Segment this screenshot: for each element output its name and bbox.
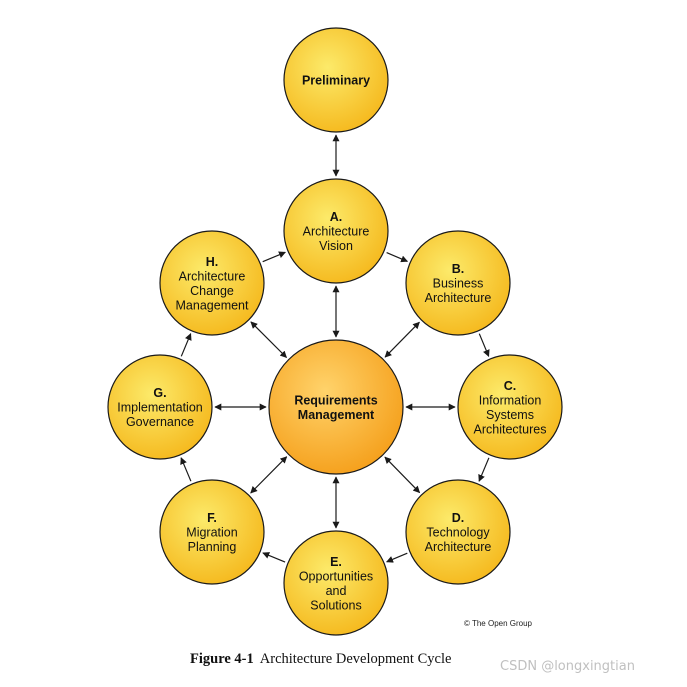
phase-label-a-line-2: Vision — [319, 239, 353, 253]
connector-f-g — [180, 457, 192, 482]
phase-circle-requirements — [268, 339, 404, 475]
connector-a-b — [386, 252, 409, 263]
connector-layer — [180, 134, 490, 563]
phase-node-preliminary: Preliminary — [283, 27, 389, 133]
phase-label-e-line-2: and — [326, 584, 347, 598]
connector-b-c — [478, 333, 490, 357]
phase-label-c-line-1: Information — [479, 393, 542, 407]
phase-label-c-line-3: Architectures — [474, 422, 547, 436]
phase-circle-c — [457, 354, 563, 460]
phase-label-f-line-2: Planning — [188, 540, 237, 554]
phase-circle-preliminary — [283, 27, 389, 133]
phase-label-b-line-2: Architecture — [425, 291, 492, 305]
phase-label-b-line-0: B. — [452, 262, 465, 276]
phase-label-g-line-2: Governance — [126, 415, 194, 429]
phase-label-h-line-0: H. — [206, 255, 219, 269]
phase-label-f-line-0: F. — [207, 511, 217, 525]
phase-circle-h — [159, 230, 265, 336]
phase-label-a-line-0: A. — [330, 210, 343, 224]
connector-c-d — [478, 457, 490, 482]
connector-requirements-h — [250, 321, 287, 358]
phase-label-f-line-1: Migration — [186, 526, 237, 540]
phase-label-g-line-1: Implementation — [117, 401, 203, 415]
phase-label-e-line-0: E. — [330, 555, 342, 569]
figure-title: Architecture Development Cycle — [259, 651, 452, 667]
phase-label-e-line-3: Solutions — [310, 598, 361, 612]
phase-label-d-line-0: D. — [452, 511, 465, 525]
phase-label-requirements-line-1: Management — [298, 408, 375, 422]
phase-label-e-line-1: Opportunities — [299, 569, 373, 583]
figure-number: Figure 4-1 — [190, 651, 254, 667]
connector-requirements-b — [384, 321, 420, 358]
connector-requirements-d — [384, 456, 421, 494]
phase-label-g-line-0: G. — [153, 386, 166, 400]
phase-circle-d — [405, 479, 511, 585]
phase-node-layer: PreliminaryA.ArchitectureVisionB.Busines… — [107, 27, 563, 636]
phase-circle-e — [283, 530, 389, 636]
phase-label-h-line-2: Change — [190, 284, 234, 298]
copyright-note: © The Open Group — [464, 619, 533, 628]
phase-label-a-line-1: Architecture — [303, 225, 370, 239]
phase-circle-a — [283, 178, 389, 284]
phase-label-h-line-1: Architecture — [179, 269, 246, 283]
phase-label-requirements-line-0: Requirements — [294, 393, 377, 407]
connector-h-a — [262, 251, 286, 263]
phase-circle-f — [159, 479, 265, 585]
phase-circle-g — [107, 354, 213, 460]
connector-requirements-f — [250, 456, 288, 494]
phase-label-c-line-0: C. — [504, 379, 517, 393]
phase-label-h-line-3: Management — [176, 298, 249, 312]
phase-label-b-line-1: Business — [433, 277, 484, 291]
connector-g-h — [180, 333, 192, 357]
phase-circle-b — [405, 230, 511, 336]
connector-e-f — [262, 552, 286, 563]
phase-label-preliminary-line-0: Preliminary — [302, 74, 370, 88]
connector-d-e — [386, 552, 408, 563]
phase-label-c-line-2: Systems — [486, 408, 534, 422]
phase-label-d-line-1: Technology — [426, 526, 490, 540]
figure-caption: Figure 4-1 Architecture Development Cycle — [190, 651, 451, 668]
csdn-watermark: CSDN @longxingtian — [500, 659, 635, 674]
phase-label-d-line-2: Architecture — [425, 540, 492, 554]
